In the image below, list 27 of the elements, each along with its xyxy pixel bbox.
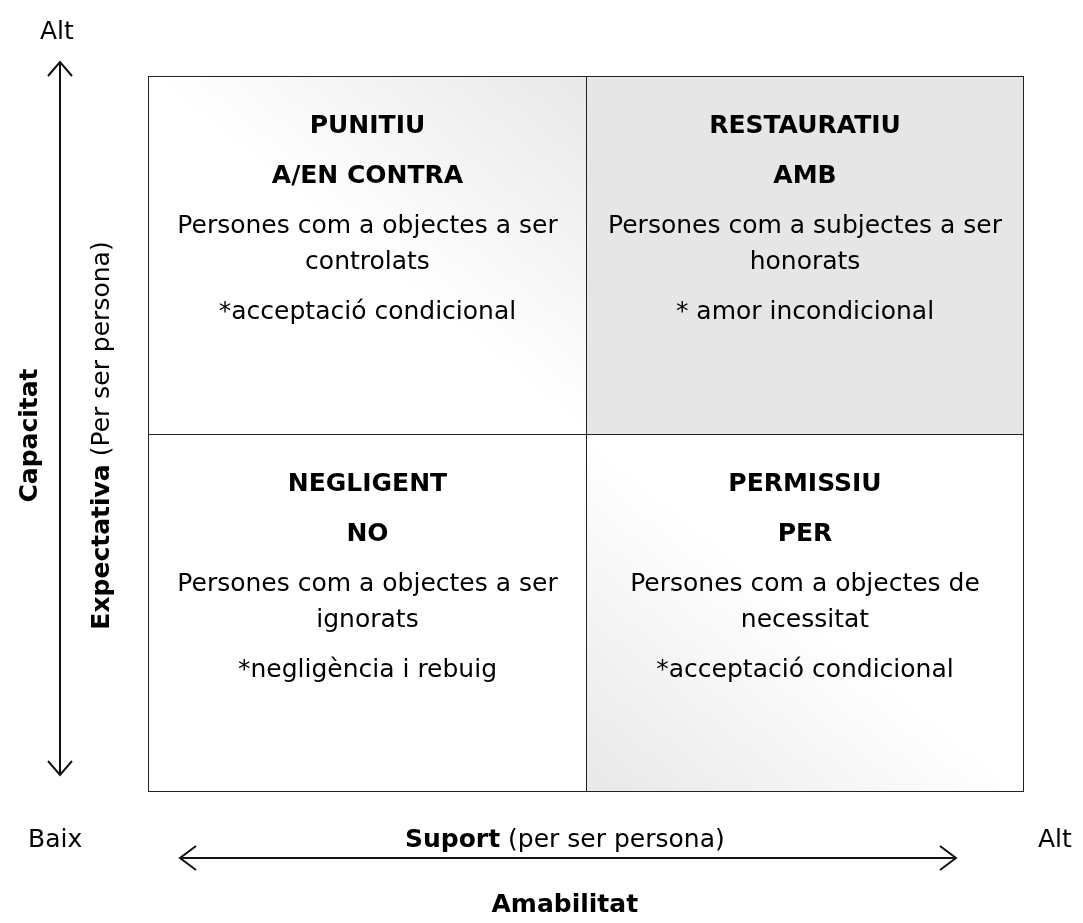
note-text: * amor incondicional — [675, 295, 935, 327]
description-text: Persones com a subjectes a ser honorats — [607, 209, 1003, 277]
description-text: Persones com a objectes a ser controlats — [176, 209, 559, 277]
quadrant-title: NEGLIGENT — [287, 467, 448, 499]
quadrant-cell — [148, 434, 587, 792]
relation-word: A/EN CONTRA — [271, 159, 464, 191]
axis-title: Expectativa (Per ser persona) — [85, 240, 115, 630]
quadrant-cell — [148, 76, 587, 435]
relation-word: AMB — [773, 159, 837, 191]
axis-title: Amabilitat — [491, 888, 639, 918]
description-text: Persones com a objectes a ser ignorats — [176, 567, 559, 635]
axis-title: Capacitat — [13, 367, 43, 503]
axis-end-label: Baix — [28, 823, 83, 853]
relation-word: NO — [346, 517, 389, 549]
axis-end-label: Alt — [1038, 823, 1072, 853]
quadrant-title: PERMISSIU — [728, 467, 882, 499]
quadrant-cell — [586, 76, 1024, 435]
quadrant-title: PUNITIU — [309, 109, 426, 141]
axis-title: Suport (per ser persona) — [405, 823, 725, 853]
description-text: Persones com a objectes de necessitat — [629, 567, 981, 635]
axis-end-label: Alt — [40, 15, 74, 45]
note-text: *negligència i rebuig — [237, 653, 498, 685]
quadrant-cell — [586, 434, 1024, 792]
relation-word: PER — [777, 517, 833, 549]
note-text: *acceptació condicional — [218, 295, 517, 327]
note-text: *acceptació condicional — [656, 653, 954, 685]
quadrant-title: RESTAURATIU — [709, 109, 901, 141]
